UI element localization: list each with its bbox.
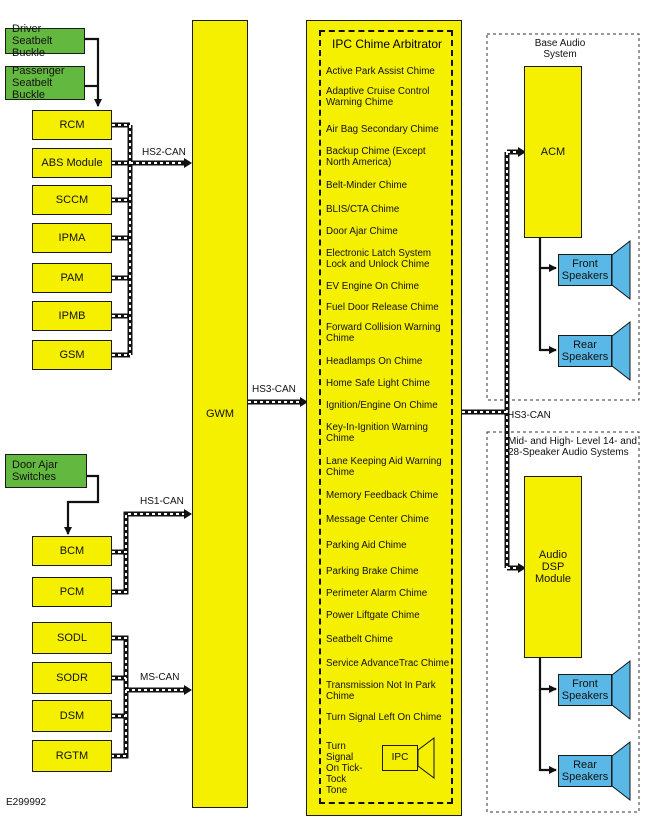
- chime-item: Parking Brake Chime: [326, 566, 419, 577]
- chime-item: Seatbelt Chime: [326, 634, 393, 645]
- chime-item: Belt-Minder Chime: [326, 180, 408, 191]
- module-rgtm: RGTM: [32, 740, 112, 772]
- bus-label-hs3-right: HS3-CAN: [507, 410, 551, 421]
- base-audio-label: Base Audio System: [534, 38, 586, 60]
- speaker-cones: [611, 239, 631, 802]
- module-sodr: SODR: [32, 662, 112, 694]
- ipc-speaker-icon: [418, 737, 435, 779]
- front-speakers-premium: Front Speakers: [558, 674, 612, 706]
- module-abs-module: ABS Module: [32, 148, 112, 178]
- bus-label-ms: MS-CAN: [140, 672, 180, 683]
- chime-item: Backup Chime (Except North America): [326, 146, 426, 168]
- module-ipmb: IPMB: [32, 301, 112, 331]
- ipc-chime-arbitrator: [306, 20, 462, 816]
- module-ipma: IPMA: [32, 223, 112, 253]
- module-sodl: SODL: [32, 622, 112, 654]
- chime-item: Headlamps On Chime: [326, 356, 423, 367]
- door-ajar-switches: Door Ajar Switches: [5, 454, 87, 488]
- module-pam: PAM: [32, 263, 112, 293]
- bus-label-hs3-left: HS3-CAN: [252, 384, 296, 395]
- module-sccm: SCCM: [32, 185, 112, 215]
- rear-speakers-premium: Rear Speakers: [558, 755, 612, 787]
- module-pcm: PCM: [32, 577, 112, 607]
- chime-item: Electronic Latch System Lock and Unlock …: [326, 248, 432, 270]
- can-buses: [112, 122, 526, 759]
- driver-seatbelt-buckle: Driver Seatbelt Buckle: [5, 23, 85, 59]
- base-audio-region: [486, 33, 640, 401]
- turn-signal-tick-tone: Turn Signal On Tick-Tock Tone: [326, 741, 363, 796]
- chime-item: Ignition/Engine On Chime: [326, 400, 438, 411]
- arbitrator-title: IPC Chime Arbitrator: [332, 37, 443, 51]
- chime-item: Fuel Door Release Chime: [326, 302, 439, 313]
- signal-lines: [64, 37, 557, 774]
- passenger-seatbelt-buckle: Passenger Seatbelt Buckle: [5, 65, 85, 101]
- chime-item: Lane Keeping Aid Warning Chime: [326, 456, 442, 478]
- chime-item: Memory Feedback Chime: [326, 490, 439, 501]
- module-audio-dsp: Audio DSP Module: [524, 476, 582, 658]
- module-acm: ACM: [524, 66, 582, 238]
- module-dsm: DSM: [32, 700, 112, 732]
- figure-code: E299992: [6, 797, 47, 808]
- chime-item: Home Safe Light Chime: [326, 378, 431, 389]
- chime-item: Transmission Not In Park Chime: [326, 680, 436, 702]
- chime-item: Turn Signal Left On Chime: [326, 712, 442, 723]
- premium-audio-label: Mid- and High- Level 14- and 28-Speaker …: [508, 436, 637, 458]
- chime-item: Key-In-Ignition Warning Chime: [326, 422, 429, 444]
- chime-item: Perimeter Alarm Chime: [326, 588, 428, 599]
- front-speakers-base: Front Speakers: [558, 254, 612, 286]
- chime-item: Power Liftgate Chime: [326, 610, 420, 621]
- bus-label-hs2: HS2-CAN: [142, 147, 186, 158]
- rear-speakers-base: Rear Speakers: [558, 335, 612, 367]
- ipc-box: IPC: [382, 745, 418, 771]
- chime-item: Forward Collision Warning Chime: [326, 322, 441, 344]
- chime-item: Message Center Chime: [326, 514, 429, 525]
- bus-label-hs1: HS1-CAN: [140, 496, 184, 507]
- module-bcm: BCM: [32, 536, 112, 566]
- chime-item: Service AdvanceTrac Chime: [326, 658, 450, 669]
- chime-item: BLIS/CTA Chime: [326, 204, 400, 215]
- chime-item: Active Park Assist Chime: [326, 66, 435, 77]
- module-gsm: GSM: [32, 340, 112, 370]
- chime-item: EV Engine On Chime: [326, 281, 420, 292]
- chime-list-frame: [319, 30, 453, 804]
- chime-item: Air Bag Secondary Chime: [326, 124, 439, 135]
- gateway-module: GWM: [192, 20, 248, 808]
- chime-item: Door Ajar Chime: [326, 226, 398, 237]
- chime-item: Adaptive Cruise Control Warning Chime: [326, 86, 430, 108]
- premium-audio-region: [486, 431, 640, 813]
- chime-item: Parking Aid Chime: [326, 540, 407, 551]
- module-rcm: RCM: [32, 110, 112, 140]
